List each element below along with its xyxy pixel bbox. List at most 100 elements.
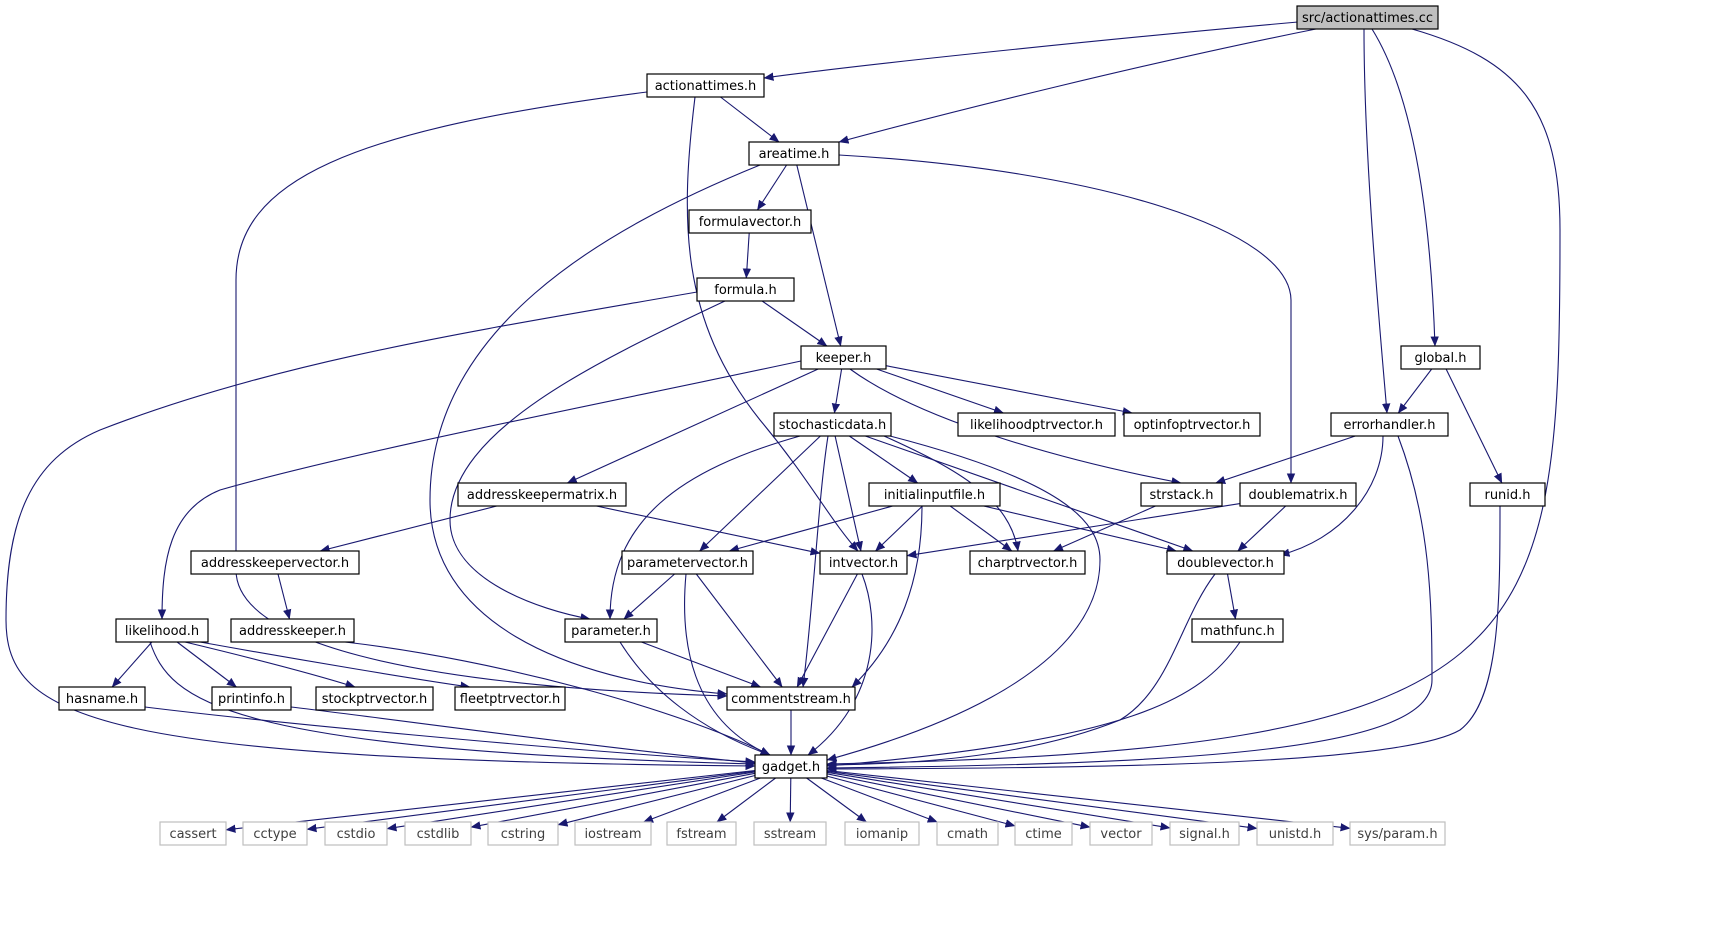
edge-arrow <box>306 770 756 833</box>
node-iomanip: iomanip <box>844 821 920 846</box>
node-likelihood-h[interactable]: likelihood.h <box>115 618 209 643</box>
node-runid-h[interactable]: runid.h <box>1469 482 1546 507</box>
edge-arrow <box>786 777 795 823</box>
node-box <box>315 686 434 711</box>
edge-areatime-h-to-commentstream-h <box>429 164 761 698</box>
edge-arrow <box>144 706 756 766</box>
node-optinfoptrvector-h[interactable]: optinfoptrvector.h <box>1123 412 1261 437</box>
edge-arrow <box>826 641 1241 770</box>
node-label: sys/param.h <box>1357 827 1437 842</box>
node-intvector-h[interactable]: intvector.h <box>819 550 908 575</box>
edge-formula-h-to-keeper-h <box>761 300 828 347</box>
edge-arrow <box>761 300 828 347</box>
node-addresskeepervector-h[interactable]: addresskeepervector.h <box>190 550 360 575</box>
node-label: addresskeepermatrix.h <box>467 488 617 503</box>
edge-runid-h-to-gadget-h <box>826 505 1501 774</box>
edge-errorhandler-h-to-gadget-h <box>826 435 1433 773</box>
node-box <box>457 482 627 507</box>
node-doublevector-h[interactable]: doublevector.h <box>1166 550 1285 575</box>
node-charptrvector-h[interactable]: charptrvector.h <box>969 550 1086 575</box>
node-box <box>726 686 856 711</box>
node-addresskeepermatrix-h[interactable]: addresskeepermatrix.h <box>457 482 627 507</box>
node-box <box>1166 550 1285 575</box>
node-box <box>242 821 308 846</box>
node-box <box>159 821 227 846</box>
node-box <box>1256 821 1334 846</box>
node-fleetptrvector-h[interactable]: fleetptrvector.h <box>454 686 566 711</box>
edge-arrow <box>763 21 1299 81</box>
node-stochasticdata-h[interactable]: stochasticdata.h <box>773 412 892 437</box>
edge-arrow <box>699 435 821 552</box>
node-cassert: cassert <box>159 821 227 846</box>
node-label: errorhandler.h <box>1343 418 1435 433</box>
edge-arrow <box>838 28 1317 144</box>
edge-arrow <box>1397 368 1433 414</box>
node-likelihoodptrvector-h[interactable]: likelihoodptrvector.h <box>957 412 1116 437</box>
edge-doublevector-h-to-mathfunc-h <box>1226 573 1238 620</box>
node-keeper-h[interactable]: keeper.h <box>800 345 887 370</box>
node-stockptrvector-h[interactable]: stockptrvector.h <box>315 686 434 711</box>
edge-arrow <box>848 435 919 484</box>
node-label: formula.h <box>714 283 777 298</box>
node-printinfo-h[interactable]: printinfo.h <box>211 686 292 711</box>
node-box <box>564 618 658 643</box>
node-actionattimes-h[interactable]: actionattimes.h <box>646 73 765 98</box>
node-box <box>666 821 737 846</box>
node-box <box>1296 5 1439 30</box>
node-box <box>753 821 827 846</box>
edge-doublematrix-h-to-intvector-h <box>906 503 1241 559</box>
edge-formula-h-to-parameter-h <box>449 300 726 622</box>
edge-arrow <box>865 435 1194 552</box>
node-box <box>1400 345 1481 370</box>
edge-arrow <box>826 505 1501 774</box>
node-box <box>190 550 360 575</box>
edge-stochasticdata-h-to-initialinputfile-h <box>848 435 919 484</box>
edge-arrow <box>290 706 756 767</box>
node-formulavector-h[interactable]: formulavector.h <box>688 209 812 234</box>
edge-arrow <box>470 772 756 830</box>
node-label: optinfoptrvector.h <box>1134 418 1251 433</box>
node-label: cstdio <box>337 827 376 842</box>
edge-arrow <box>716 777 776 823</box>
node-box <box>1140 482 1223 507</box>
node-unistd-h: unistd.h <box>1256 821 1334 846</box>
node-doublematrix-h[interactable]: doublematrix.h <box>1239 482 1357 507</box>
node-global-h[interactable]: global.h <box>1400 345 1481 370</box>
edge-gadget-h-to-cstdio <box>386 771 756 832</box>
node-label: sstream <box>764 827 816 842</box>
node-parametervector-h[interactable]: parametervector.h <box>621 550 754 575</box>
edge-errorhandler-h-to-doublevector-h <box>1279 435 1384 557</box>
node-box <box>324 821 388 846</box>
edge-arrow <box>906 503 1241 559</box>
edge-arrow <box>1237 505 1287 552</box>
node-label: likelihoodptrvector.h <box>970 418 1103 433</box>
node-areatime-h[interactable]: areatime.h <box>748 141 840 166</box>
edge-gadget-h-to-vector <box>826 773 1091 830</box>
node-box <box>621 550 754 575</box>
node-addresskeeper-h[interactable]: addresskeeper.h <box>230 618 355 643</box>
node-strstack-h[interactable]: strstack.h <box>1140 482 1223 507</box>
edge-gadget-h-to-fstream <box>716 777 776 823</box>
node-commentstream-h[interactable]: commentstream.h <box>726 686 856 711</box>
edge-arrow <box>596 505 821 556</box>
node-label: ctime <box>1025 827 1062 842</box>
node-label: fleetptrvector.h <box>460 692 560 707</box>
edge-parametervector-h-to-gadget-h <box>684 573 771 756</box>
node-mathfunc-h[interactable]: mathfunc.h <box>1191 618 1284 643</box>
node-box <box>1169 821 1240 846</box>
node-initialinputfile-h[interactable]: initialinputfile.h <box>868 482 1001 507</box>
node-parameter-h[interactable]: parameter.h <box>564 618 658 643</box>
edge-gadget-h-to-signal-h <box>826 771 1171 831</box>
node-label: unistd.h <box>1269 827 1322 842</box>
node-gadget-h[interactable]: gadget.h <box>754 754 828 779</box>
node-label: doublematrix.h <box>1248 488 1347 503</box>
node-root[interactable]: src/actionattimes.cc <box>1296 5 1439 30</box>
node-label: cctype <box>253 827 296 842</box>
node-errorhandler-h[interactable]: errorhandler.h <box>1330 412 1449 437</box>
node-label: addresskeepervector.h <box>201 556 349 571</box>
node-formula-h[interactable]: formula.h <box>696 277 795 302</box>
edge-arrow <box>449 300 726 622</box>
edge-arrow <box>686 96 859 552</box>
node-hasname-h[interactable]: hasname.h <box>58 686 146 711</box>
node-box <box>819 550 908 575</box>
